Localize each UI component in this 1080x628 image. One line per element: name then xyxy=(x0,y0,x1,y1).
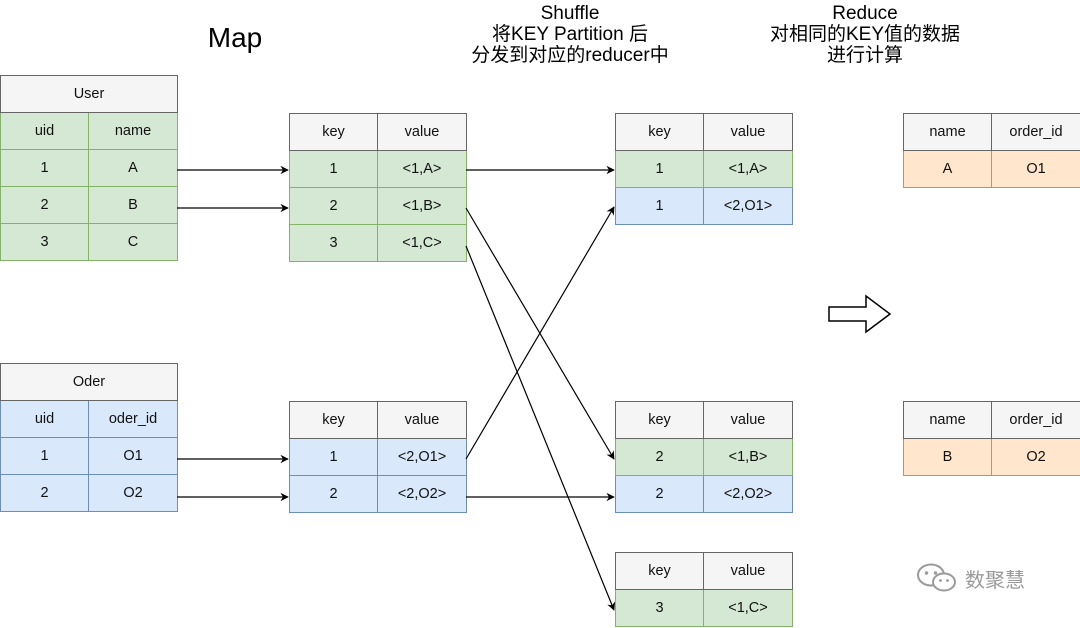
column-header: key xyxy=(289,401,378,439)
reduce-result2-table: name order_id B O2 xyxy=(903,401,1080,476)
table-cell: O2 xyxy=(88,474,178,512)
table-row: B O2 xyxy=(903,438,1080,476)
table-cell: 1 xyxy=(615,187,704,225)
table-row: 1 O1 xyxy=(0,437,178,475)
table-row: 2 <1,B> xyxy=(289,187,467,225)
column-header: value xyxy=(377,401,467,439)
table-cell: <2,O1> xyxy=(377,438,467,476)
shuffle-key1-table: key value 1 <1,A> 1 <2,O1> xyxy=(615,113,793,225)
table-row: 1 A xyxy=(0,149,178,187)
table-cell: <2,O2> xyxy=(703,475,793,513)
table-cell: 1 xyxy=(289,150,378,188)
wechat-icon xyxy=(917,563,956,592)
table-cell: A xyxy=(88,149,178,187)
table-cell: 2 xyxy=(289,475,378,513)
table-cell: O1 xyxy=(991,150,1080,188)
table-cell: O1 xyxy=(88,437,178,475)
column-header: name xyxy=(88,112,178,150)
arrow-map-key3-to-shuffle3 xyxy=(465,245,616,611)
table-row: 2 <2,O2> xyxy=(615,475,793,513)
table-row: 3 <1,C> xyxy=(615,589,793,627)
table-row: 1 <2,O1> xyxy=(615,187,793,225)
reduce-heading: Reduce 对相同的KEY值的数据 进行计算 xyxy=(769,3,961,66)
column-header: key xyxy=(615,401,704,439)
column-header: order_id xyxy=(991,113,1080,151)
table-cell: A xyxy=(903,150,992,188)
table-cell: <2,O2> xyxy=(377,475,467,513)
oder-table: Oder uid oder_id 1 O1 2 O2 xyxy=(0,363,178,512)
table-row: 3 C xyxy=(0,223,178,261)
watermark-text: 数聚慧 xyxy=(965,569,1025,592)
map-user-table: key value 1 <1,A> 2 <1,B> 3 <1,C> xyxy=(289,113,467,262)
column-header: value xyxy=(703,113,793,151)
table-cell: 3 xyxy=(289,224,378,262)
column-header: value xyxy=(703,552,793,590)
reduce-direction-arrow-icon xyxy=(828,294,892,334)
table-cell: O2 xyxy=(991,438,1080,476)
table-title: Oder xyxy=(0,363,178,401)
table-cell: 2 xyxy=(0,186,89,224)
shuffle-heading: Shuffle 将KEY Partition 后 分发到对应的reducer中 xyxy=(471,3,669,66)
table-row: 1 <1,A> xyxy=(289,150,467,188)
table-cell: <1,A> xyxy=(377,150,467,188)
column-header: key xyxy=(615,552,704,590)
table-cell: 2 xyxy=(615,438,704,476)
table-cell: 3 xyxy=(615,589,704,627)
column-header: uid xyxy=(0,400,89,438)
table-row: 2 O2 xyxy=(0,474,178,512)
table-cell: <2,O1> xyxy=(703,187,793,225)
table-cell: <1,C> xyxy=(377,224,467,262)
column-header: name xyxy=(903,113,992,151)
table-cell: C xyxy=(88,223,178,261)
table-row: 1 <1,A> xyxy=(615,150,793,188)
table-row: 2 <2,O2> xyxy=(289,475,467,513)
reduce-result1-table: name order_id A O1 xyxy=(903,113,1080,188)
table-title: User xyxy=(0,75,178,113)
table-cell: 1 xyxy=(289,438,378,476)
table-row: A O1 xyxy=(903,150,1080,188)
shuffle-key3-table: key value 3 <1,C> xyxy=(615,552,793,627)
table-cell: <1,C> xyxy=(703,589,793,627)
map-heading: Map xyxy=(207,22,263,53)
shuffle-key2-table: key value 2 <1,B> 2 <2,O2> xyxy=(615,401,793,513)
table-row: 3 <1,C> xyxy=(289,224,467,262)
table-cell: <1,A> xyxy=(703,150,793,188)
column-header: key xyxy=(289,113,378,151)
table-cell: 2 xyxy=(615,475,704,513)
table-cell: 1 xyxy=(0,437,89,475)
column-header: value xyxy=(377,113,467,151)
table-cell: 1 xyxy=(615,150,704,188)
table-row: 2 <1,B> xyxy=(615,438,793,476)
table-cell: 3 xyxy=(0,223,89,261)
table-cell: B xyxy=(903,438,992,476)
table-cell: 2 xyxy=(0,474,89,512)
arrow-map-oder1-to-shuffle1 xyxy=(465,206,615,460)
user-table: User uid name 1 A 2 B 3 C xyxy=(0,75,178,261)
watermark: 数聚慧 xyxy=(915,562,1025,594)
table-row: 1 <2,O1> xyxy=(289,438,467,476)
table-cell: 2 xyxy=(289,187,378,225)
column-header: oder_id xyxy=(88,400,178,438)
column-header: order_id xyxy=(991,401,1080,439)
map-oder-table: key value 1 <2,O1> 2 <2,O2> xyxy=(289,401,467,513)
column-header: value xyxy=(703,401,793,439)
